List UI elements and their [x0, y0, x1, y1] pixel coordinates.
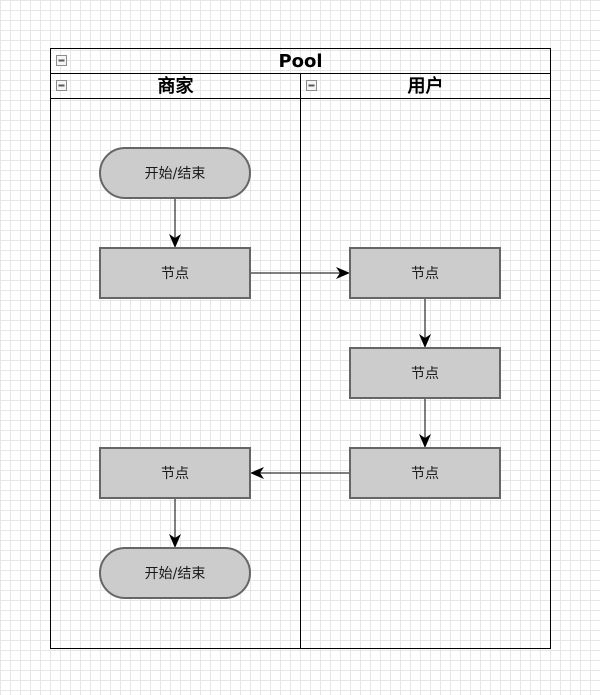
lane-user-collapse-icon[interactable]: [306, 80, 317, 91]
node-start[interactable]: 开始/结束: [99, 147, 251, 199]
terminal-shape: [99, 147, 251, 199]
process-shape: [99, 447, 251, 499]
lane-merchant-collapse-icon[interactable]: [56, 80, 67, 91]
node-label: 节点: [161, 266, 189, 282]
node-merchant-step-2[interactable]: 节点: [99, 447, 251, 499]
node-label: 节点: [161, 466, 189, 482]
node-merchant-step-1[interactable]: 节点: [99, 247, 251, 299]
pool-collapse-icon[interactable]: [56, 55, 67, 66]
lane-merchant-title: 商家: [158, 75, 195, 97]
process-shape: [349, 347, 501, 399]
node-label: 节点: [411, 266, 439, 282]
node-user-step-3[interactable]: 节点: [349, 447, 501, 499]
process-shape: [349, 247, 501, 299]
node-user-step-1[interactable]: 节点: [349, 247, 501, 299]
lane-user[interactable]: 用户: [300, 73, 551, 649]
connectors: [169, 198, 431, 548]
node-end[interactable]: 开始/结束: [99, 547, 251, 599]
node-label: 开始/结束: [145, 566, 206, 582]
process-shape: [349, 447, 501, 499]
node-label: 节点: [411, 466, 439, 482]
terminal-shape: [99, 547, 251, 599]
lane-user-title: 用户: [408, 75, 444, 97]
process-shape: [99, 247, 251, 299]
lane-user-frame: [300, 73, 551, 649]
pool-title: Pool: [278, 51, 322, 72]
node-label: 节点: [411, 366, 439, 382]
node-label: 开始/结束: [145, 166, 206, 182]
node-user-step-2[interactable]: 节点: [349, 347, 501, 399]
